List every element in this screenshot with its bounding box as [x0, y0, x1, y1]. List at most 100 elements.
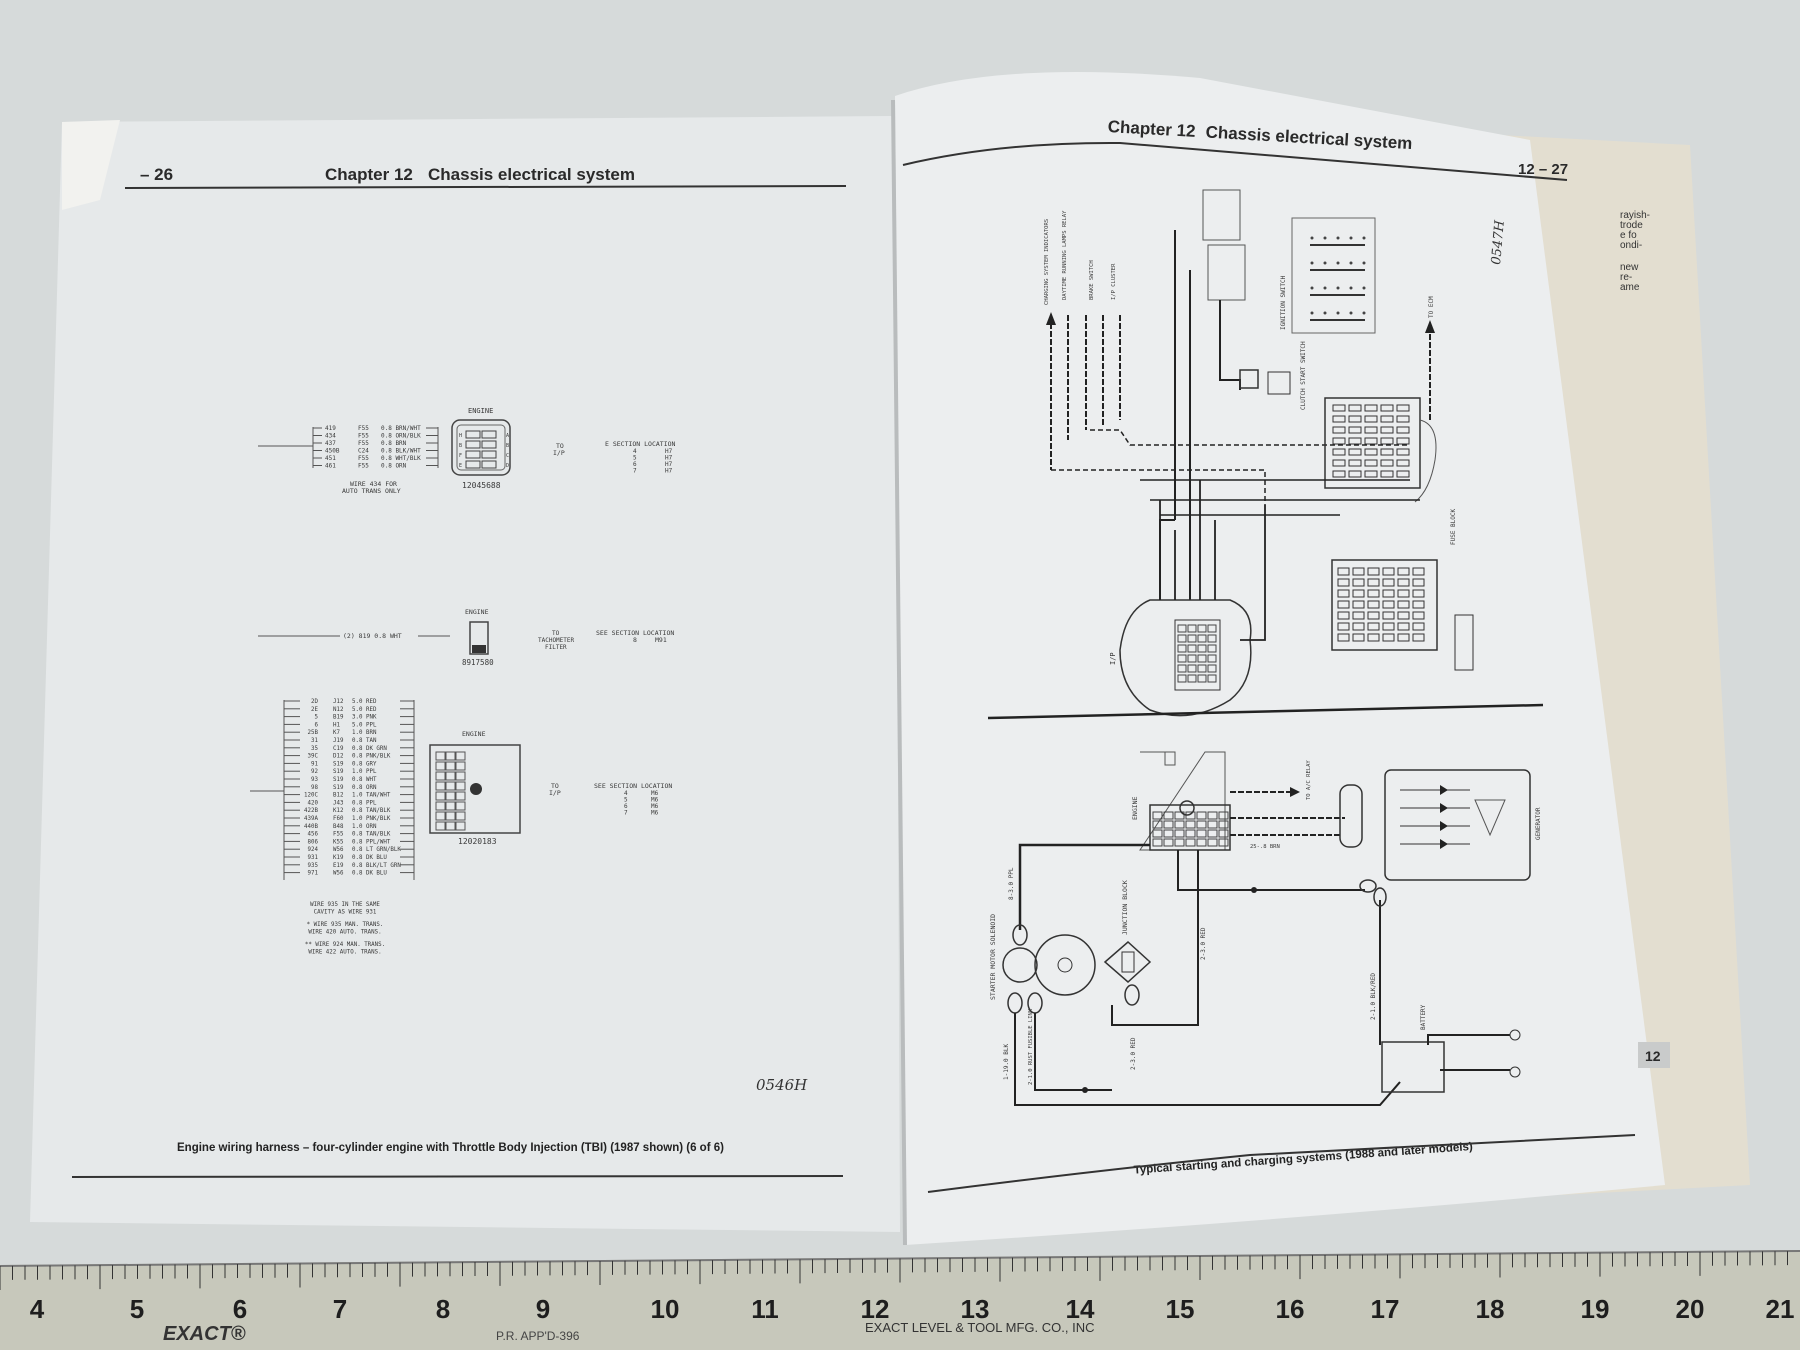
pin-cavity — [1163, 820, 1174, 829]
ruler-number: 9 — [536, 1294, 550, 1324]
fuse — [1352, 567, 1365, 576]
wire-gauge-color: 1.0 PNK/BLK — [352, 816, 391, 822]
wire-gauge-color: 0.8 DK GRN — [352, 746, 387, 752]
fuse-block-box — [1324, 397, 1421, 489]
fuse — [1397, 611, 1410, 620]
connector-3-to: TO — [551, 782, 559, 790]
wire-gauge-color: 5.0 PPL — [352, 722, 377, 728]
ruler-number: 15 — [1166, 1294, 1195, 1324]
wire-circuit: K19 — [333, 855, 344, 861]
pin-cavity — [1177, 664, 1187, 673]
pin-cavity — [1196, 829, 1207, 838]
wire-circuit: W56 — [333, 847, 344, 853]
wire-circuit: S19 — [333, 777, 344, 783]
pin-cavity — [1207, 829, 1218, 838]
pin-cavity — [481, 430, 497, 439]
ruler-brand: EXACT® — [163, 1323, 246, 1345]
pin-cavity — [1177, 654, 1187, 663]
section-location: M6 — [651, 810, 659, 817]
section-number: 7 — [633, 468, 637, 475]
connector-2-to-1: TO — [552, 630, 560, 637]
pin-cavity — [1218, 820, 1229, 829]
fuse — [1367, 611, 1380, 620]
engine-connector-label: ENGINE — [1131, 796, 1139, 820]
wire-gauge-color: 0.8 DK BLU — [352, 871, 387, 877]
left-handwritten-code: 0546H — [756, 1076, 808, 1094]
pin-cavity — [455, 761, 466, 771]
wire-gauge-color: 1.0 PPL — [352, 769, 377, 775]
wire-gauge-color: 1.0 TAN/WHT — [352, 793, 391, 799]
connector-2-to-3: FILTER — [545, 644, 567, 651]
wire-number: 98 — [311, 785, 318, 791]
fuse — [1364, 448, 1378, 456]
connector-2-to-2: TACHOMETER — [538, 637, 575, 644]
pin-cavity — [1177, 624, 1187, 633]
fuse — [1396, 426, 1410, 434]
switch-contact — [1362, 311, 1366, 315]
pin-cavity — [1177, 634, 1187, 643]
pin-cavity — [1174, 820, 1185, 829]
wire-number: 120C — [304, 793, 318, 799]
fuse — [1380, 404, 1394, 412]
junction-block-label: JUNCTION BLOCK — [1121, 880, 1129, 935]
wire-number: 419 — [325, 425, 336, 432]
wire-number: 461 — [325, 463, 336, 470]
section-location: M6 — [651, 803, 659, 810]
connector-3-part-number: 12020183 — [458, 837, 497, 846]
wire-number: 2E — [311, 707, 318, 713]
pin-cavity — [1187, 664, 1197, 673]
pin-cavity — [1207, 654, 1217, 663]
wire-circuit: F55 — [358, 433, 369, 440]
ruler-number: 18 — [1476, 1294, 1505, 1324]
fuse — [1397, 600, 1410, 609]
right-header-rule — [902, 141, 1568, 181]
drl-label: DAYTIME RUNNING LAMPS RELAY — [1062, 210, 1068, 300]
connector-note: WIRE 422 AUTO. TRANS. — [308, 950, 381, 956]
wire-number: 91 — [311, 761, 318, 767]
ip-connector — [1119, 599, 1252, 717]
pin-cavity — [1187, 634, 1197, 643]
fuse — [1397, 622, 1410, 631]
ruler-approval: P.R. APP'D-396 — [496, 1329, 580, 1343]
pin-cavity — [435, 771, 446, 781]
connector-1-part-number: 12045688 — [462, 481, 501, 490]
diagram-divider — [987, 703, 1544, 720]
switch-contact — [1362, 261, 1366, 265]
pin-cavity — [1207, 644, 1217, 653]
fuse — [1396, 448, 1410, 456]
wire-circuit: W56 — [333, 871, 344, 877]
ruler-number: 12 — [861, 1294, 890, 1324]
ruler-number: 16 — [1276, 1294, 1305, 1324]
switch-contact — [1336, 236, 1340, 240]
section-location: H7 — [665, 448, 673, 455]
fuse — [1412, 611, 1425, 620]
fuse — [1382, 589, 1395, 598]
fuse — [1397, 589, 1410, 598]
pin-cavity — [1163, 811, 1174, 820]
pin-cavity — [481, 460, 497, 469]
pin-cavity — [481, 440, 497, 449]
fuse — [1332, 448, 1346, 456]
fuse — [1348, 459, 1362, 467]
pin-cavity — [445, 811, 456, 821]
bleed-through-text: e fo — [1620, 230, 1637, 241]
wire-number: 456 — [308, 832, 319, 838]
pin-cavity — [1197, 644, 1207, 653]
bleed-through-text: new — [1620, 262, 1639, 273]
fuse — [1412, 589, 1425, 598]
ruler-number: 10 — [651, 1294, 680, 1324]
left-page-corner — [62, 120, 120, 210]
pin-cavity — [1218, 811, 1229, 820]
wire-number: 806 — [308, 839, 319, 845]
fuse — [1367, 622, 1380, 631]
pin-cavity — [1177, 674, 1187, 683]
wire-circuit: B12 — [333, 793, 343, 799]
wire-number: 451 — [325, 455, 336, 462]
fuse — [1412, 567, 1425, 576]
pin-cavity — [1207, 634, 1217, 643]
pin-cavity — [1207, 674, 1217, 683]
switch-contact — [1349, 286, 1353, 290]
fuse — [1382, 611, 1395, 620]
pin-cavity — [435, 791, 446, 801]
left-caption: Engine wiring harness – four-cylinder en… — [177, 1142, 724, 1154]
